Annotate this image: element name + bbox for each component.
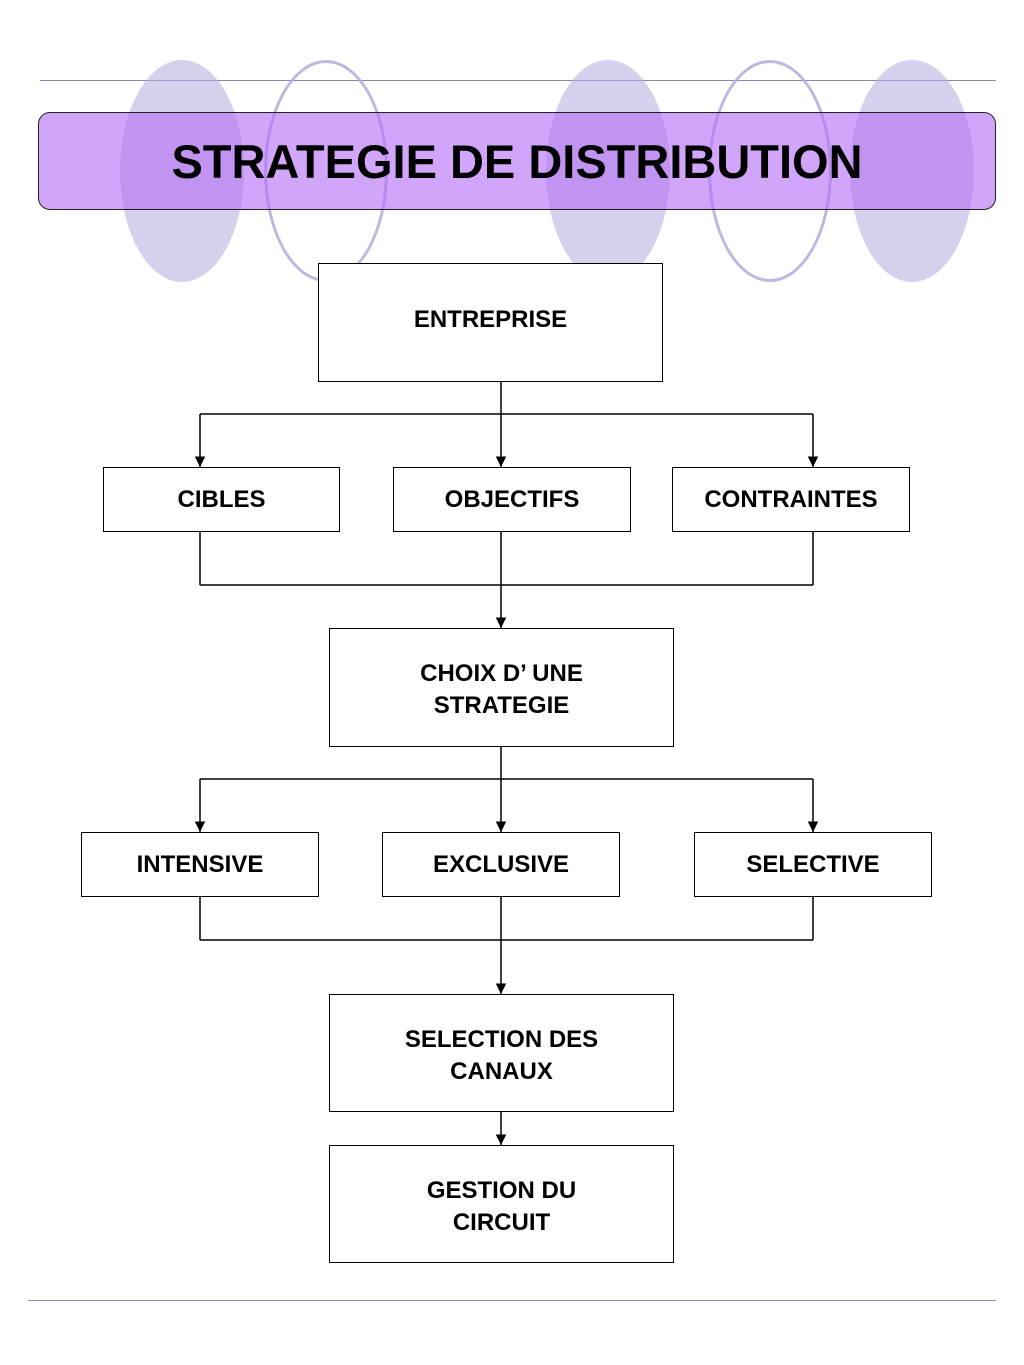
- node-selective: SELECTIVE: [694, 832, 932, 897]
- node-choix-line-2: STRATEGIE: [433, 692, 570, 719]
- node-selection-line-1: SELECTION DES: [404, 1026, 599, 1053]
- node-contraintes-label: CONTRAINTES: [704, 485, 878, 513]
- node-exclusive: EXCLUSIVE: [382, 832, 620, 897]
- node-objectifs-label: OBJECTIFS: [444, 485, 580, 513]
- node-gestion-line-1: GESTION DU: [426, 1177, 577, 1204]
- node-choix-line-1: CHOIX D’ UNE: [420, 660, 583, 687]
- node-exclusive-label: EXCLUSIVE: [432, 850, 570, 878]
- node-cibles-label: CIBLES: [177, 485, 266, 513]
- node-gestion-circuit: GESTION DU CIRCUIT: [329, 1145, 674, 1263]
- node-entreprise: ENTREPRISE: [318, 263, 663, 382]
- node-objectifs: OBJECTIFS: [393, 467, 631, 532]
- node-entreprise-label: ENTREPRISE: [413, 306, 568, 333]
- node-gestion-line-2: CIRCUIT: [452, 1209, 551, 1236]
- node-selection-line-2: CANAUX: [450, 1058, 553, 1085]
- bottom-divider: [28, 1300, 996, 1301]
- node-intensive-label: INTENSIVE: [136, 850, 264, 878]
- title-banner: [38, 112, 996, 210]
- node-intensive: INTENSIVE: [81, 832, 319, 897]
- top-divider: [40, 80, 996, 81]
- node-selection-canaux: SELECTION DES CANAUX: [329, 994, 674, 1112]
- page-title: STRATEGIE DE DISTRIBUTION: [171, 134, 863, 188]
- node-selective-label: SELECTIVE: [746, 850, 880, 878]
- node-choix-strategie: CHOIX D’ UNE STRATEGIE: [329, 628, 674, 747]
- node-contraintes: CONTRAINTES: [672, 467, 910, 532]
- node-cibles: CIBLES: [103, 467, 340, 532]
